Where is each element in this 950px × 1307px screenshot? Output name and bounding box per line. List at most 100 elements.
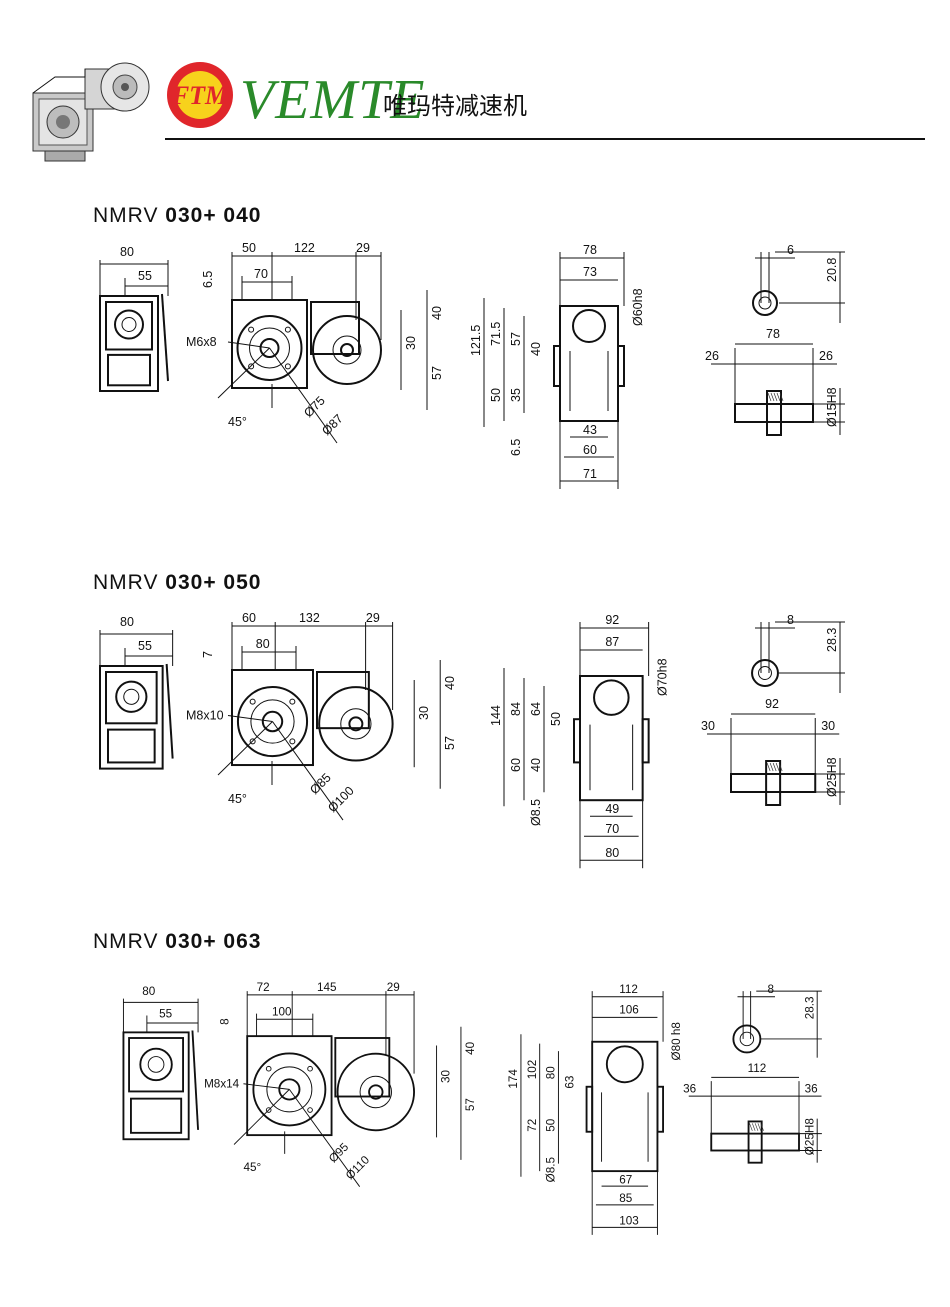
dim-end-dia: Ø60h8 bbox=[631, 288, 645, 326]
front-view-bore-inner bbox=[147, 1056, 165, 1073]
dim-side-h3: 57 bbox=[464, 1098, 477, 1111]
dim-end-v6: 50 bbox=[545, 1118, 558, 1132]
dim-side-c: 29 bbox=[366, 611, 380, 625]
dim-thread: M6x8 bbox=[186, 335, 217, 349]
leader-line bbox=[227, 341, 270, 349]
hatch-line bbox=[769, 762, 774, 772]
dim-dia-1: Ø95 bbox=[326, 1140, 351, 1165]
dim-end-v5: 72 bbox=[526, 1119, 539, 1132]
dim-end-dia: Ø80 h8 bbox=[670, 1022, 683, 1060]
dim-end-b2: 85 bbox=[619, 1192, 633, 1205]
side-view-input-flange bbox=[318, 686, 394, 762]
side-view-bolt bbox=[265, 1065, 272, 1072]
dim-side-h1: 40 bbox=[430, 306, 444, 320]
end-view-flange-bore bbox=[605, 1045, 644, 1084]
dim-side-b: 122 bbox=[294, 241, 315, 255]
side-view-bolt bbox=[307, 1065, 313, 1072]
dim-end-b3: 71 bbox=[583, 467, 597, 481]
front-view-flange bbox=[128, 1037, 184, 1093]
side-view-hub bbox=[236, 315, 303, 381]
side-view-input-bore bbox=[332, 335, 362, 365]
end-view-lug-left bbox=[573, 718, 581, 764]
side-view-bolt bbox=[284, 363, 291, 370]
dim-dia-2: Ø110 bbox=[343, 1153, 372, 1182]
side-view-input-flange bbox=[312, 315, 382, 385]
dim-angle: 45° bbox=[228, 792, 247, 806]
end-view-flange-bore bbox=[572, 309, 606, 343]
front-view-edge bbox=[161, 293, 169, 382]
front-view-body bbox=[99, 295, 159, 392]
side-view-shaft-bore bbox=[261, 710, 284, 733]
dim-shaft-l2: 30 bbox=[821, 719, 835, 733]
side-view-hub-ring bbox=[250, 699, 295, 744]
keyway-bore bbox=[732, 1024, 762, 1054]
dim-shaft-dia: Ø25H8 bbox=[825, 757, 839, 797]
hatch-line bbox=[779, 392, 784, 402]
dim-side-d: 80 bbox=[256, 637, 270, 651]
keyway-bore bbox=[752, 290, 778, 316]
dim-front-width: 80 bbox=[142, 985, 156, 998]
leader-line bbox=[272, 721, 344, 821]
side-view-bolt bbox=[284, 326, 291, 333]
side-view-input-housing bbox=[316, 671, 370, 730]
dim-side-d: 70 bbox=[254, 267, 268, 281]
dim-end-v2: 71.5 bbox=[489, 322, 503, 346]
side-view-input-housing bbox=[310, 301, 360, 355]
dim-key-width: 8 bbox=[787, 613, 794, 627]
dim-shaft-dia: Ø25H8 bbox=[803, 1118, 816, 1155]
dim-end-b1: 43 bbox=[583, 423, 597, 437]
dim-key-height: 28.3 bbox=[825, 628, 839, 652]
hatch-line bbox=[754, 1123, 759, 1131]
dim-end-v4: 63 bbox=[563, 1076, 576, 1089]
side-view-bolt bbox=[249, 698, 256, 705]
front-view-base bbox=[107, 728, 156, 764]
dim-end-b1: 67 bbox=[619, 1173, 632, 1186]
brand-name-chinese: 唯玛特减速机 bbox=[383, 92, 527, 120]
dim-key-width: 8 bbox=[768, 983, 775, 996]
logo-mark: FTM bbox=[171, 81, 229, 110]
dim-end-v2: 102 bbox=[526, 1060, 539, 1080]
side-view-shaft-bore bbox=[259, 338, 280, 358]
shaft-body bbox=[710, 1132, 800, 1152]
dim-end-b3: 80 bbox=[605, 846, 619, 860]
side-view-gearbox bbox=[246, 1035, 333, 1137]
dim-side-b: 145 bbox=[317, 981, 337, 994]
dim-end-v4: 40 bbox=[529, 342, 543, 356]
hatch-line bbox=[749, 1123, 753, 1131]
dim-shaft-l2: 26 bbox=[819, 349, 833, 363]
section-title-1: NMRV 030+ 040 bbox=[93, 204, 262, 227]
dim-side-e: 6.5 bbox=[201, 271, 215, 288]
front-view-bore bbox=[115, 680, 148, 713]
hatch-line bbox=[770, 392, 775, 402]
dim-end-v5: 60 bbox=[509, 758, 523, 772]
dim-dia-2: Ø87 bbox=[319, 411, 346, 438]
side-view-bolt bbox=[249, 738, 256, 745]
shaft-hub bbox=[766, 390, 782, 436]
dim-end-v3: 80 bbox=[545, 1066, 558, 1080]
hatch-line bbox=[767, 392, 772, 402]
dim-end-v3: 57 bbox=[509, 332, 523, 346]
dim-end-w2: 73 bbox=[583, 265, 597, 279]
dim-end-dia: Ø70h8 bbox=[656, 658, 670, 696]
hatch-line bbox=[775, 762, 780, 772]
front-view-bore-inner bbox=[121, 317, 137, 332]
dim-end-v7: 6.5 bbox=[509, 439, 523, 456]
gearbox-illustration bbox=[32, 62, 150, 162]
dim-side-c: 29 bbox=[356, 241, 370, 255]
dim-side-h2: 30 bbox=[404, 336, 418, 350]
dim-end-v7: Ø8.5 bbox=[529, 799, 543, 826]
front-view-edge bbox=[191, 1030, 199, 1130]
front-view-bore bbox=[114, 309, 144, 340]
end-view-body bbox=[559, 305, 619, 422]
keyway-bore bbox=[751, 659, 779, 687]
side-view-hub bbox=[252, 1052, 327, 1127]
leader-line bbox=[269, 347, 338, 444]
dim-side-d: 100 bbox=[272, 1006, 292, 1019]
hatch-line bbox=[752, 1123, 756, 1131]
side-view-bolt bbox=[248, 326, 255, 333]
dim-side-b: 132 bbox=[299, 611, 320, 625]
shaft-body bbox=[730, 773, 817, 793]
dim-front-width: 80 bbox=[120, 245, 134, 259]
